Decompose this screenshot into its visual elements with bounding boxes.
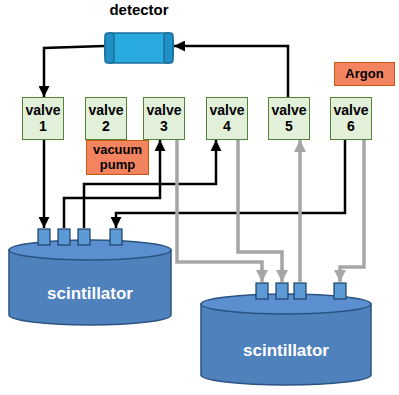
process-box: vacuum pump — [86, 140, 149, 175]
tank-label: scintillator — [47, 285, 133, 304]
tank-port — [256, 283, 268, 299]
scintillator-tank: scintillator — [8, 228, 172, 326]
detector-body — [104, 33, 174, 63]
process-box: valve 1 — [22, 97, 64, 140]
process-box: Argon — [334, 62, 395, 86]
tank-body — [9, 250, 171, 325]
detector-cylinder — [104, 32, 174, 64]
grey-pipe — [340, 140, 364, 282]
tank-body — [201, 304, 371, 385]
tank-port — [78, 229, 90, 245]
process-box: valve 3 — [143, 97, 185, 140]
grey-pipe — [177, 140, 262, 282]
scintillator-tank — [200, 282, 372, 386]
detector-flange — [164, 33, 173, 63]
tank-port — [294, 283, 306, 299]
box-label: valve 2 — [88, 103, 124, 134]
box-label: vacuum pump — [89, 143, 146, 172]
black-pipe — [116, 140, 345, 228]
detector-cylinder: detector — [104, 2, 174, 64]
process-box: valve 6 — [330, 97, 372, 140]
black-pipe — [43, 140, 46, 228]
tank-port — [334, 283, 346, 299]
process-box: valve 2 — [85, 97, 127, 140]
detector-flange — [105, 33, 114, 63]
tank-port — [58, 229, 70, 245]
process-box: valve 4 — [206, 97, 248, 140]
box-label: valve 6 — [333, 103, 369, 134]
box-label: valve 3 — [146, 103, 182, 134]
black-pipe — [174, 46, 288, 97]
scintillator-tank — [8, 228, 172, 326]
grey-pipe — [238, 140, 282, 282]
tank-label: scintillator — [243, 342, 329, 361]
tank-port — [276, 283, 288, 299]
grey-pipe — [298, 140, 302, 282]
tank-port — [110, 229, 122, 245]
box-label: Argon — [345, 67, 383, 81]
process-box: valve 5 — [268, 97, 310, 140]
box-label: valve 5 — [271, 103, 307, 134]
black-pipe — [44, 46, 104, 97]
scintillator-tank: scintillator — [200, 282, 372, 386]
black-pipe — [84, 140, 216, 228]
box-label: valve 4 — [209, 103, 245, 134]
tank-port — [38, 229, 50, 245]
detector-label: detector — [109, 2, 168, 19]
box-label: valve 1 — [25, 103, 61, 134]
